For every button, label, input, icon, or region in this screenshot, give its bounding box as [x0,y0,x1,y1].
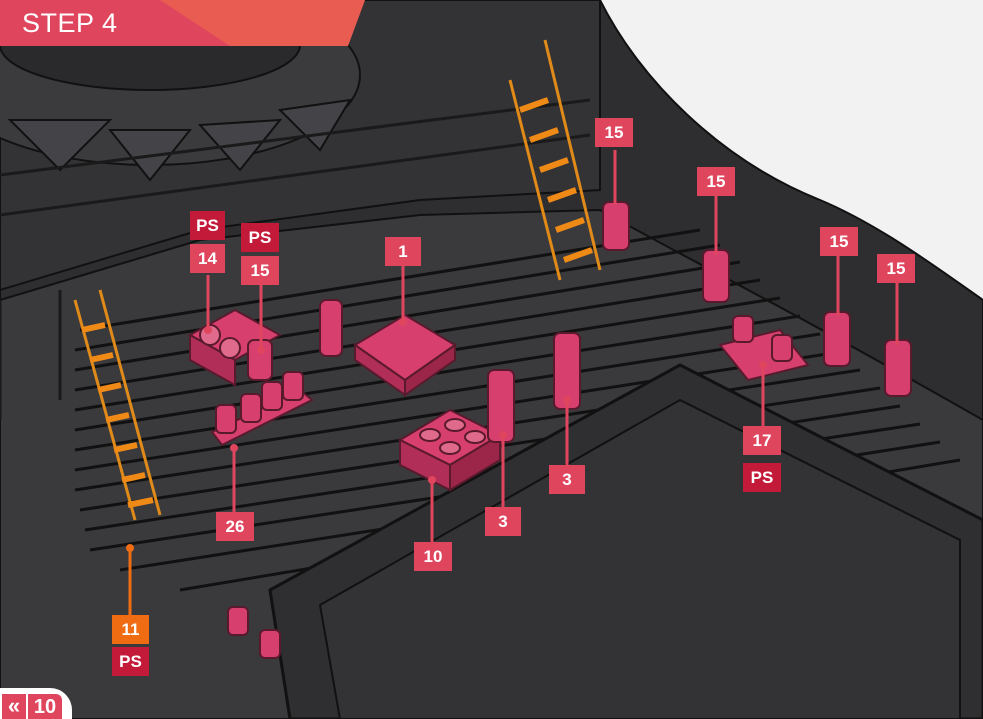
step-banner: STEP 4 [0,0,365,46]
page-number-tab[interactable]: « 10 [0,688,72,719]
callout-15-label: 15 [820,227,858,256]
page-number: 10 [28,694,62,719]
callout-3-label: 3 [485,507,521,536]
callout-15-label: 15 [595,118,633,147]
callout-26-label: 26 [216,512,254,541]
callout-10-label: 10 [414,542,452,571]
callout-3-label: 3 [549,465,585,494]
callout-15-label: 15 [697,167,735,196]
callout-1-label: 1 [385,237,421,266]
ps-badge: PS [743,463,781,492]
part-number-label: 14 [190,244,225,273]
part-number-label: 11 [112,615,149,644]
ps-badge: PS [190,211,225,240]
double-chevron-left-icon[interactable]: « [2,694,26,719]
part-number-label: 15 [241,256,279,285]
callout-15-label: 15 [877,254,915,283]
step-title: STEP 4 [22,8,118,39]
ps-badge: PS [112,647,149,676]
part-number-label: 17 [743,426,781,455]
ps-badge: PS [241,223,279,252]
